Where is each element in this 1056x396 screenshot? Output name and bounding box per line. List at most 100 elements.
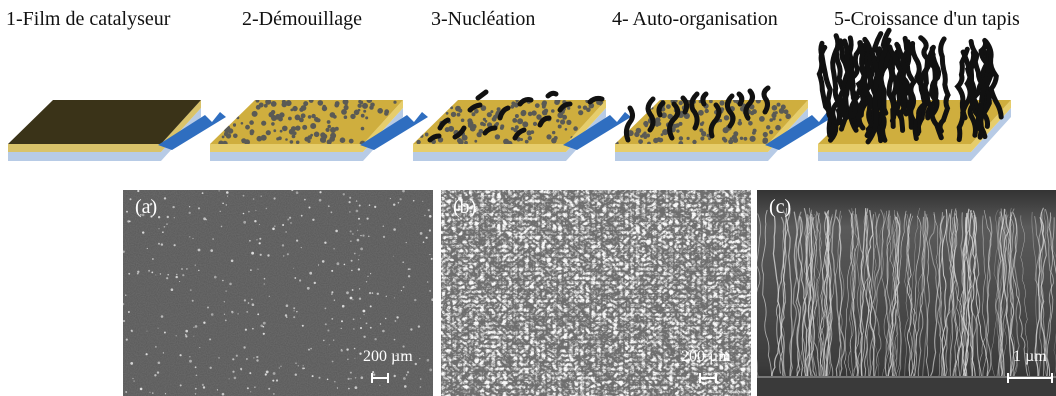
sem-particle <box>151 272 153 274</box>
catalyst-particle <box>520 138 523 141</box>
catalyst-particle <box>565 128 568 131</box>
sem-particle <box>364 314 365 315</box>
slab-step-4 <box>615 88 809 161</box>
sem-particle <box>243 346 245 348</box>
sem-particle <box>232 358 234 360</box>
catalyst-particle <box>233 134 238 139</box>
sem-particle <box>406 242 407 243</box>
sem-particle <box>174 244 176 246</box>
catalyst-particle <box>358 104 362 108</box>
sem-particle <box>331 293 333 295</box>
sem-particle <box>406 374 408 376</box>
sem-particle <box>393 228 396 231</box>
catalyst-particle <box>500 124 504 128</box>
sem-particle <box>394 297 395 298</box>
sem-particle <box>263 322 266 325</box>
sem-particle <box>337 262 340 265</box>
scale-bar-b <box>699 377 717 379</box>
sem-particle <box>289 217 291 219</box>
catalyst-particle <box>286 100 292 106</box>
catalyst-particle <box>322 106 327 111</box>
sem-particle <box>238 313 239 314</box>
catalyst-particle <box>377 108 383 114</box>
catalyst-particle <box>673 124 678 129</box>
catalyst-particle <box>282 126 288 132</box>
catalyst-particle <box>354 110 360 116</box>
sem-particle <box>420 232 423 235</box>
catalyst-particle <box>495 134 500 139</box>
sem-particle <box>286 304 289 307</box>
sem-particle <box>341 320 343 322</box>
catalyst-particle <box>759 116 765 122</box>
sem-particle <box>333 340 334 341</box>
catalyst-particle <box>288 117 292 121</box>
sem-particle <box>329 344 330 345</box>
catalyst-particle <box>457 113 461 117</box>
sem-particle <box>210 367 212 369</box>
sem-particle <box>137 271 139 273</box>
sem-particle <box>229 378 230 379</box>
sem-particle <box>419 358 420 359</box>
sem-particle <box>229 283 232 286</box>
sem-particle <box>295 362 297 364</box>
sem-particle <box>236 355 238 357</box>
sem-particle <box>274 226 275 227</box>
sem-particle <box>219 190 220 191</box>
catalyst-particle <box>497 107 501 111</box>
sem-particle <box>257 313 259 315</box>
catalyst-particle <box>480 122 484 126</box>
sem-particle <box>293 316 295 318</box>
sem-particle <box>331 318 333 320</box>
sem-particle <box>259 242 261 244</box>
sem-particle <box>348 388 350 390</box>
sem-particle <box>342 305 345 308</box>
sem-particle <box>427 359 430 362</box>
catalyst-particle <box>361 127 365 131</box>
sem-particle <box>131 330 133 332</box>
sem-particle <box>386 296 387 297</box>
sem-particle <box>357 239 360 242</box>
sem-particle <box>377 293 379 295</box>
sem-particle <box>390 198 391 199</box>
sem-particle <box>250 269 252 271</box>
sem-particle <box>354 348 356 350</box>
sem-particle <box>359 224 360 225</box>
sem-particle <box>155 275 156 276</box>
catalyst-particle <box>492 117 497 122</box>
catalyst-particle <box>477 132 482 137</box>
catalyst-particle <box>236 116 239 119</box>
catalyst-particle <box>536 114 541 119</box>
sem-particle <box>383 225 385 227</box>
sem-particle <box>374 206 376 208</box>
sem-particle <box>256 356 258 358</box>
catalyst-particle <box>752 131 756 135</box>
sem-particle <box>185 330 188 333</box>
sem-particle <box>164 226 166 228</box>
catalyst-particle <box>327 139 332 144</box>
sem-particle <box>301 215 303 217</box>
sem-panel-a: (a) 200 µm <box>123 190 433 396</box>
sem-particle <box>146 331 147 332</box>
sem-particle <box>181 268 183 270</box>
sem-particle <box>407 371 409 373</box>
sem-particle <box>351 270 352 271</box>
sem-particle <box>426 237 428 239</box>
sem-particle <box>428 209 430 211</box>
sem-particle <box>400 198 402 200</box>
catalyst-particle <box>586 108 591 113</box>
catalyst-particle <box>772 105 778 111</box>
catalyst-particle <box>344 115 348 119</box>
sem-particle <box>408 275 410 277</box>
catalyst-particle <box>361 114 365 118</box>
catalyst-particle <box>446 112 449 115</box>
sem-particle <box>203 322 205 324</box>
catalyst-particle <box>643 121 648 126</box>
sem-particle <box>203 386 205 388</box>
catalyst-particle <box>362 103 368 109</box>
catalyst-particle <box>573 126 578 131</box>
catalyst-particle <box>542 105 546 109</box>
sem-particle <box>160 273 161 274</box>
sem-particle <box>180 354 182 356</box>
sem-particle <box>180 384 182 386</box>
catalyst-particle <box>341 109 347 115</box>
